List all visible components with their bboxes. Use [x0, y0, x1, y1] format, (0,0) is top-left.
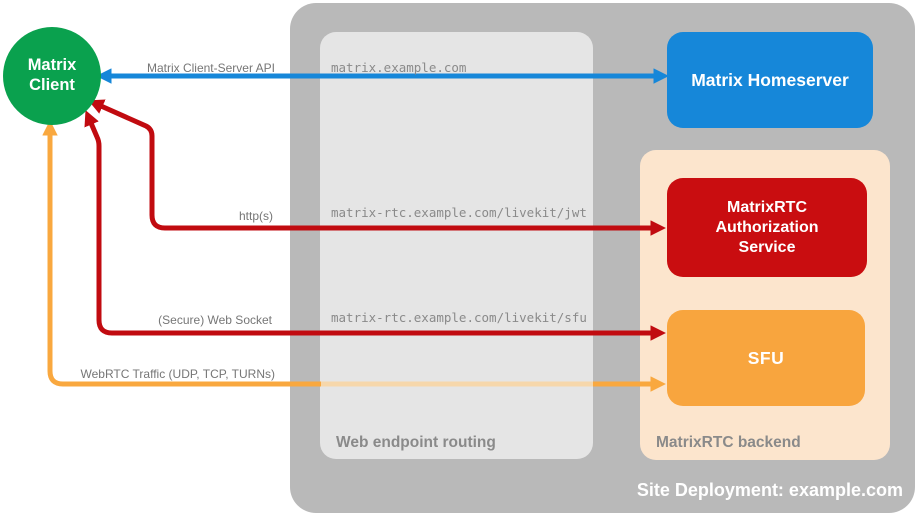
webrtc-arrow-label: WebRTC Traffic (UDP, TCP, TURNs)	[80, 367, 276, 381]
websocket-arrow-label: (Secure) Web Socket	[158, 313, 272, 327]
site-deployment-caption: Site Deployment: example.com	[636, 480, 903, 500]
matrix-homeserver-node[interactable]: Matrix Homeserver	[667, 32, 873, 128]
sfu-node[interactable]: SFU	[667, 310, 865, 406]
matrixrtc-backend-caption: MatrixRTC backend	[656, 434, 801, 451]
endpoint-matrix-example-com: matrix.example.com	[331, 60, 467, 75]
matrix-client-node[interactable]: Matrix Client	[3, 27, 101, 125]
endpoint-livekit-jwt: matrix-rtc.example.com/livekit/jwt	[331, 205, 587, 220]
matrix-homeserver-label: Matrix Homeserver	[691, 69, 849, 90]
endpoint-livekit-sfu: matrix-rtc.example.com/livekit/sfu	[331, 310, 587, 325]
matrix-client-label: Matrix Client	[27, 56, 77, 94]
matrixrtc-authorization-service-node[interactable]: MatrixRTC Authorization Service	[667, 178, 867, 277]
web-endpoint-routing-box	[320, 32, 593, 459]
client-server-api-arrow-label: Matrix Client-Server API	[146, 61, 275, 75]
web-endpoint-routing-caption: Web endpoint routing	[336, 434, 496, 451]
matrixrtc-authorization-service-label: MatrixRTC Authorization Service	[715, 198, 819, 256]
arrow-webrtc-client-segment	[42, 120, 321, 387]
https-arrow-label: http(s)	[238, 209, 273, 223]
sfu-label: SFU	[747, 347, 785, 368]
